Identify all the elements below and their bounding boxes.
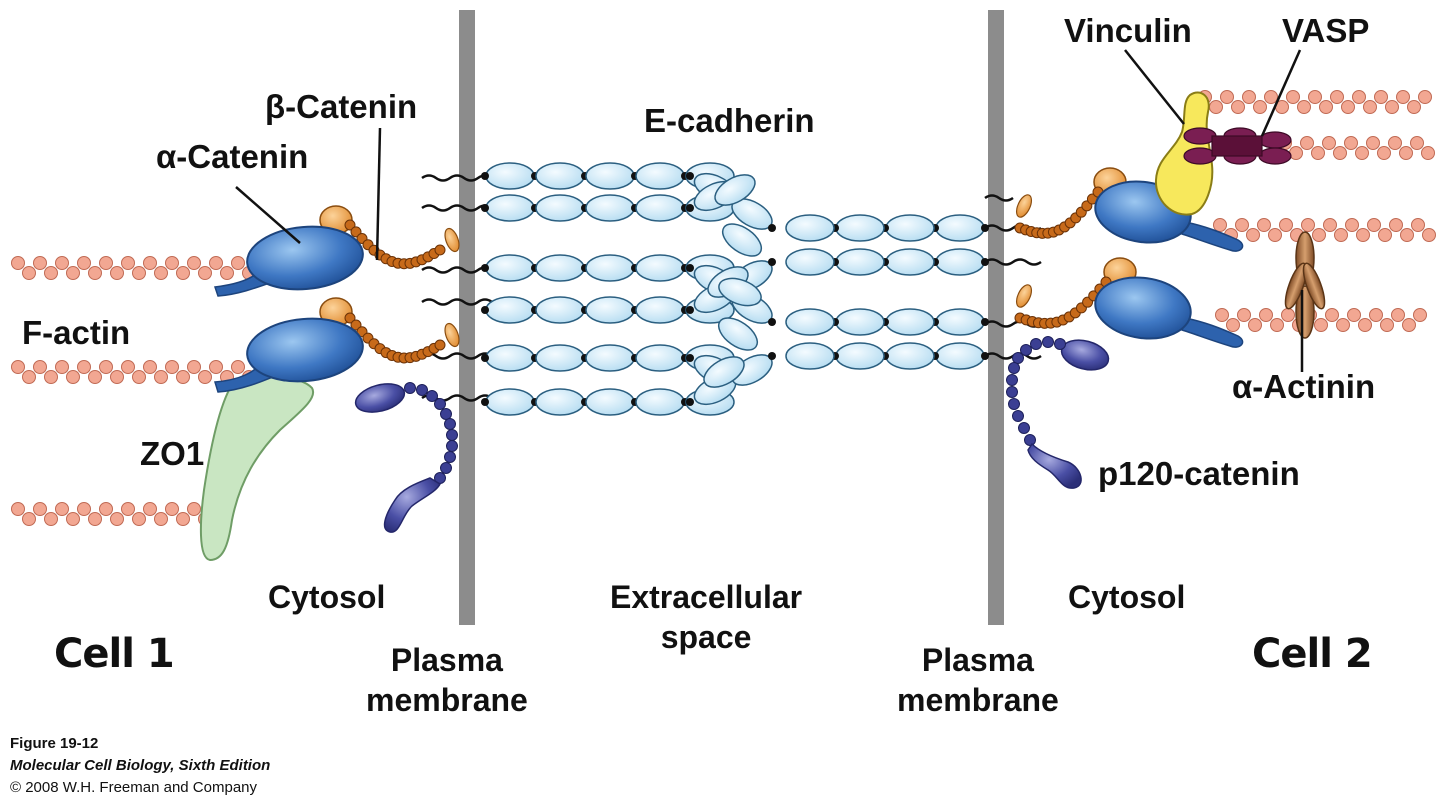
label-vasp: VASP <box>1282 12 1370 49</box>
beta-catenin-tip <box>1015 284 1033 308</box>
p120-catenin-chains <box>354 336 1110 533</box>
plasma-membrane-right <box>988 10 1004 625</box>
e-cadherin-ec1-domain <box>721 223 763 257</box>
label-p120-catenin: p120-catenin <box>1098 455 1300 492</box>
label-e-cadherin: E-cadherin <box>644 102 815 139</box>
label-cytosol-right: Cytosol <box>1068 579 1186 615</box>
p120-catenin-cell1 <box>354 382 458 533</box>
plasma-membrane-left <box>459 10 475 625</box>
f-actin-cell2-c <box>1213 218 1436 242</box>
label-cytosol-left: Cytosol <box>268 579 386 615</box>
alpha-catenin-cell1-upper <box>213 225 364 297</box>
e-cadherin-cell2-1 <box>731 198 989 242</box>
f-actin-cell2-d <box>1215 308 1427 332</box>
label-extracellular-space: Extracellular space <box>610 579 803 655</box>
f-actin-cell2-b <box>1278 136 1435 160</box>
vasp-subunit <box>1183 147 1217 165</box>
e-cadherin-cell1-6 <box>481 374 737 416</box>
leader-lines <box>235 49 1304 372</box>
p120-catenin-cell2 <box>1006 336 1110 489</box>
vasp-core <box>1211 135 1263 157</box>
e-cadherin-ec1-domain <box>703 356 745 388</box>
f-actin-cell1-c <box>11 502 223 526</box>
f-actin-cell2-a <box>1198 90 1432 114</box>
caption-copyright: © 2008 W.H. Freeman and Company <box>10 779 258 796</box>
alpha-catenin-cell1-lower <box>214 317 364 393</box>
beta-catenin-chains <box>319 167 1137 364</box>
zo1-protein <box>199 374 315 562</box>
beta-catenin-tip <box>1015 194 1033 218</box>
label-f-actin: F-actin <box>22 314 131 351</box>
beta-catenin-tip <box>444 227 460 253</box>
e-cadherin-cell2-4 <box>731 342 989 386</box>
vasp-subunit <box>1183 127 1217 145</box>
label-alpha-actinin: α-Actinin <box>1232 368 1376 405</box>
e-cadherin-cell1-5 <box>481 344 737 386</box>
f-actin-cell1-a <box>11 256 256 280</box>
e-cadherin-ectodomains <box>481 162 989 416</box>
beta-catenin-cell2-upper <box>1014 167 1127 239</box>
caption-figure-number: Figure 19-12 <box>10 735 99 752</box>
label-vinculin: Vinculin <box>1064 12 1192 49</box>
vasp-protein <box>1183 127 1292 165</box>
f-actin-cell1-b <box>11 360 256 384</box>
f-actin-filaments <box>11 90 1436 526</box>
label-plasma-membrane-right: Plasma membrane <box>897 642 1059 718</box>
alpha-actinin-protein <box>1284 231 1326 339</box>
e-cadherin-ec1-domain <box>717 317 759 351</box>
cadherin-cytoplasmic-tails-left <box>421 174 493 402</box>
label-plasma-membrane-left: Plasma membrane <box>366 642 528 718</box>
e-cadherin-ec1-domain <box>714 174 756 206</box>
alpha-catenin-cell2-lower <box>1094 276 1244 348</box>
caption-book-title: Molecular Cell Biology, Sixth Edition <box>10 757 271 774</box>
e-cadherin-cell2-3 <box>731 292 989 336</box>
e-cadherin-cell1-4 <box>481 282 737 324</box>
label-cell-1: Cell 1 <box>54 631 175 677</box>
label-alpha-catenin: α-Catenin <box>156 138 309 175</box>
label-beta-catenin: β-Catenin <box>265 88 418 125</box>
vasp-subunit <box>1258 147 1292 165</box>
e-cadherin-ec1-domain <box>718 277 762 307</box>
beta-catenin-tip <box>444 322 460 348</box>
label-cell-2: Cell 2 <box>1252 631 1373 677</box>
label-zo1: ZO1 <box>140 435 205 472</box>
e-cadherin-cell2-2 <box>731 248 989 292</box>
